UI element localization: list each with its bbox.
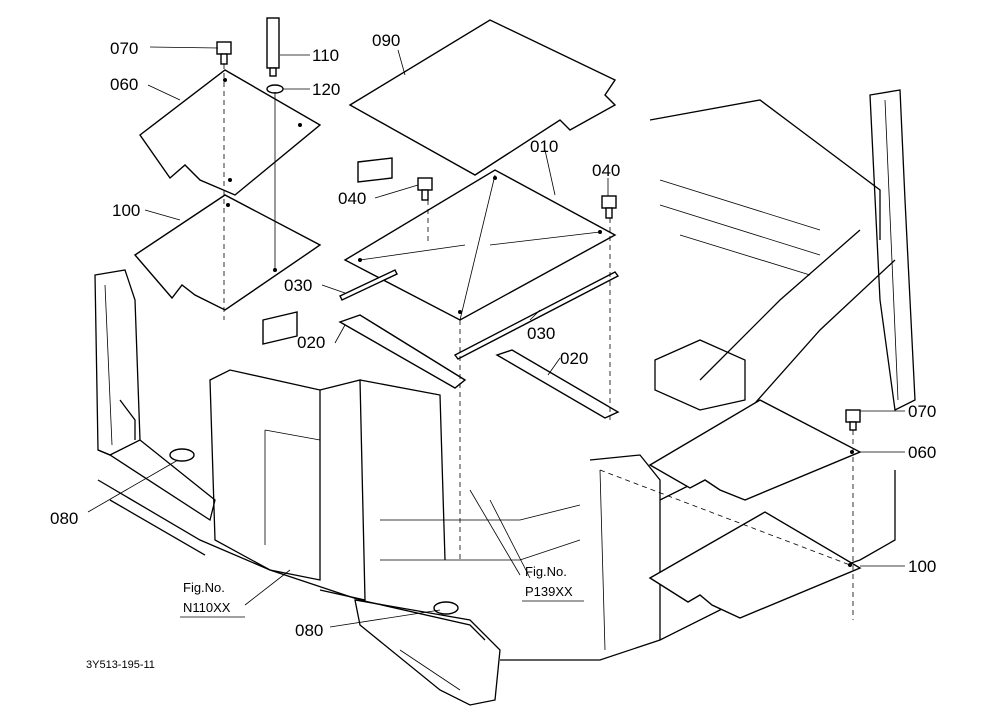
callout-060-right: 060 <box>908 443 936 462</box>
rod-030-left <box>339 269 398 301</box>
callout-100-top: 100 <box>112 201 140 220</box>
rod-030-right <box>453 271 620 360</box>
callout-070-right: 070 <box>908 402 936 421</box>
callout-020-right: 020 <box>560 349 588 368</box>
fig-ref-left-line2: N110XX <box>183 600 231 615</box>
drawing-code: 3Y513-195-11 <box>86 659 155 671</box>
fig-ref-left-line1: Fig.No. <box>183 580 225 595</box>
callout-080-left: 080 <box>50 509 78 528</box>
bolt-040-right <box>601 195 617 219</box>
assembly-lines <box>223 64 854 620</box>
bolt-040-left <box>417 177 433 201</box>
plate-100-top <box>133 194 322 311</box>
stud-110 <box>266 17 280 77</box>
callout-030-left: 030 <box>284 276 312 295</box>
callout-120: 120 <box>312 80 340 99</box>
fig-ref-right-line2: P139XX <box>525 584 573 599</box>
callout-030-right: 030 <box>527 324 555 343</box>
plug-080-left <box>169 448 195 462</box>
callout-090: 090 <box>372 31 400 50</box>
callout-110: 110 <box>312 46 339 65</box>
chassis-frame <box>94 89 916 706</box>
callout-040-right: 040 <box>592 161 620 180</box>
callout-020-left: 020 <box>297 333 325 352</box>
fig-ref-right-line1: Fig.No. <box>525 564 567 579</box>
strip-020-right <box>495 349 620 419</box>
plate-100-right <box>648 511 862 619</box>
bolt-070-top <box>216 41 232 65</box>
strip-020-left <box>338 314 467 389</box>
plate-090 <box>348 19 617 176</box>
callout-100-right: 100 <box>908 557 936 576</box>
callout-060-top: 060 <box>110 75 138 94</box>
bolt-070-right <box>845 409 861 431</box>
callout-070-top: 070 <box>110 39 138 58</box>
callout-010: 010 <box>530 137 558 156</box>
leader-lines <box>87 46 905 628</box>
callout-080-bottom: 080 <box>295 621 323 640</box>
plug-080-bottom <box>433 601 459 615</box>
plate-060-right <box>648 399 862 501</box>
callout-040-left: 040 <box>338 189 366 208</box>
washer-120 <box>266 84 284 94</box>
plate-010 <box>343 169 617 321</box>
